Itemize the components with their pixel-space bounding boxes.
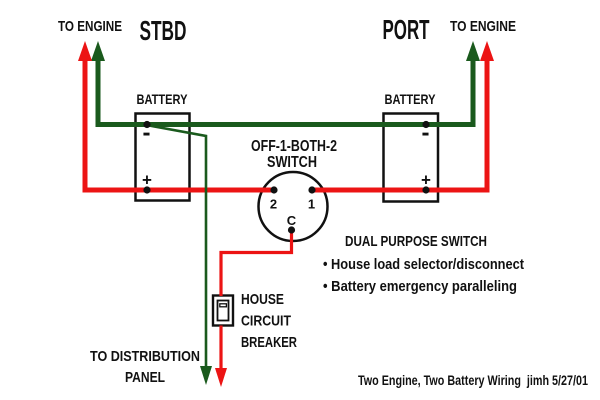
- label-switch-title-line2: SWITCH: [267, 154, 317, 171]
- green-arrowhead-distribution-panel: [200, 366, 212, 385]
- label-dual-purpose-title: DUAL PURPOSE SWITCH: [345, 233, 487, 250]
- port-positive-terminal-dot: [422, 186, 430, 194]
- green-arrowhead-port-engine: [466, 41, 480, 61]
- label-breaker-line3: BREAKER: [241, 334, 297, 351]
- stbd-negative-terminal-dot: [143, 120, 151, 129]
- label-breaker-line2: CIRCUIT: [241, 313, 291, 330]
- switch-terminal-1-dot: [308, 186, 316, 194]
- note-house-load-selector: • House load selector/disconnect: [323, 256, 524, 273]
- port-negative-terminal-dot: [422, 120, 430, 129]
- label-switch-terminal-1: 1: [308, 197, 315, 212]
- red-wire-port-battery-to-engine: [312, 57, 490, 193]
- stbd-plus-sign: +: [142, 171, 152, 190]
- stbd-minus-sign: -: [143, 120, 151, 147]
- port-minus-sign: -: [422, 120, 430, 147]
- green-wire-ground-to-panel: [148, 124, 208, 367]
- port-plus-sign: +: [421, 171, 431, 190]
- red-wire-stbd-battery-to-engine: [82, 57, 273, 193]
- label-distribution-line1: TO DISTRIBUTION: [90, 348, 200, 365]
- label-to-engine-port: TO ENGINE: [450, 18, 516, 35]
- red-arrowhead-distribution-panel: [215, 368, 227, 387]
- diagram-caption: Two Engine, Two Battery Wiring jimh 5/27…: [358, 373, 588, 388]
- circuit-breaker-toggle-bar: [219, 303, 228, 308]
- label-breaker-line1: HOUSE: [241, 291, 284, 308]
- green-arrowhead-stbd-engine: [91, 41, 105, 61]
- note-battery-paralleling: • Battery emergency paralleling: [323, 278, 517, 295]
- red-arrowhead-port-engine: [480, 41, 494, 61]
- label-stbd: STBD: [140, 15, 187, 46]
- stbd-positive-terminal-dot: [143, 186, 151, 194]
- label-battery-stbd: BATTERY: [137, 91, 189, 107]
- switch-terminal-c-dot: [287, 226, 296, 234]
- label-switch-title-line1: OFF-1-BOTH-2: [251, 138, 337, 155]
- label-switch-terminal-2: 2: [270, 197, 277, 212]
- red-arrowhead-stbd-engine: [78, 41, 92, 61]
- circuit-breaker-rocker: [216, 299, 230, 322]
- switch-terminal-2-dot: [270, 186, 278, 194]
- label-distribution-line2: PANEL: [125, 369, 165, 386]
- port-battery-box: [382, 112, 440, 203]
- label-to-engine-stbd: TO ENGINE: [58, 18, 122, 35]
- label-battery-port: BATTERY: [385, 91, 437, 107]
- label-port: PORT: [383, 14, 430, 45]
- red-wire-switch-to-breaker: [219, 230, 294, 296]
- label-switch-terminal-c: C: [287, 213, 297, 228]
- green-negative-bus-wire: [95, 57, 476, 127]
